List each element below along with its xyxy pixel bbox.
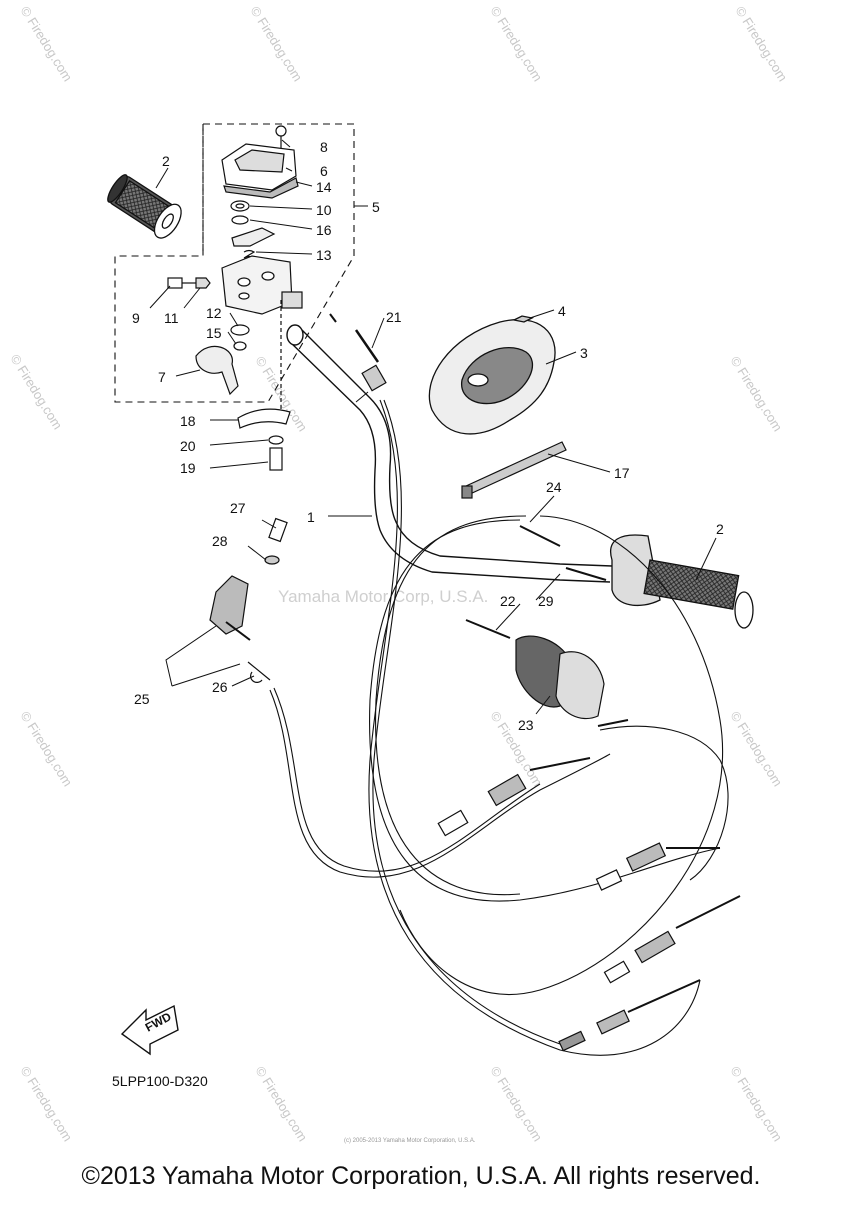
fwd-arrow: FWD: [120, 1004, 179, 1056]
watermark: © Firedog.com: [17, 1064, 75, 1144]
callout-1: 1: [307, 509, 315, 525]
cable-tie: [461, 441, 567, 499]
callout-7: 7: [158, 369, 166, 385]
callout-10: 10: [316, 202, 332, 218]
callout-15: 15: [206, 325, 222, 341]
callout-8: 8: [320, 139, 328, 155]
callout-12: 12: [206, 305, 222, 321]
handlebar-cover: [428, 315, 556, 435]
callout-22: 22: [500, 593, 516, 609]
watermark: © Firedog.com: [487, 4, 545, 84]
callout-4: 4: [558, 303, 566, 319]
fine-print: (c) 2005-2013 Yamaha Motor Corporation, …: [344, 1138, 476, 1144]
callout-26: 26: [212, 679, 228, 695]
watermark: © Firedog.com: [252, 1064, 310, 1144]
diagram-code: 5LPP100-D320: [112, 1073, 208, 1089]
callout-25: 25: [134, 691, 150, 707]
callout-21: 21: [386, 309, 402, 325]
throttle-housing: [167, 125, 303, 471]
cable-fittings: [329, 313, 741, 1052]
callout-labels: 1 2 2 3 4 5 6 7 8 9 10 11 12 13 14 15 16…: [132, 139, 724, 733]
watermark: © Firedog.com: [732, 4, 790, 84]
throttle-boot: [515, 635, 605, 720]
callout-17: 17: [614, 465, 630, 481]
right-grip: [610, 534, 754, 629]
callout-11: 11: [164, 310, 179, 326]
callout-5: 5: [372, 199, 380, 215]
callout-24: 24: [546, 479, 562, 495]
callout-3: 3: [580, 345, 588, 361]
watermark: © Firedog.com: [487, 1064, 545, 1144]
callout-29: 29: [538, 593, 554, 609]
watermark: © Firedog.com: [727, 1064, 785, 1144]
callout-2-right: 2: [716, 521, 724, 537]
callout-19: 19: [180, 460, 196, 476]
watermark: © Firedog.com: [247, 4, 305, 84]
callout-27: 27: [230, 500, 246, 516]
callout-28: 28: [212, 533, 228, 549]
watermark: © Firedog.com: [17, 709, 75, 789]
copyright-footer: ©2013 Yamaha Motor Corporation, U.S.A. A…: [81, 1162, 761, 1190]
callout-13: 13: [316, 247, 332, 263]
watermark: © Firedog.com: [7, 352, 65, 432]
callout-18: 18: [180, 413, 196, 429]
callout-16: 16: [316, 222, 332, 238]
left-grip: [107, 174, 182, 239]
handlebar: [286, 324, 613, 583]
leader-lines: [149, 139, 717, 715]
watermark: © Firedog.com: [727, 354, 785, 434]
callout-23: 23: [518, 717, 534, 733]
callout-6: 6: [320, 163, 328, 179]
watermark: © Firedog.com: [727, 709, 785, 789]
cables: [269, 399, 729, 1056]
callout-14: 14: [316, 179, 332, 195]
assembly-outline: [114, 123, 355, 403]
watermark: © Firedog.com: [17, 4, 75, 84]
callout-2-left: 2: [162, 153, 170, 169]
callout-20: 20: [180, 438, 196, 454]
center-watermark: Yamaha Motor Corp, U.S.A.: [278, 587, 488, 606]
callout-9: 9: [132, 310, 140, 326]
choke-lever: [209, 517, 288, 683]
